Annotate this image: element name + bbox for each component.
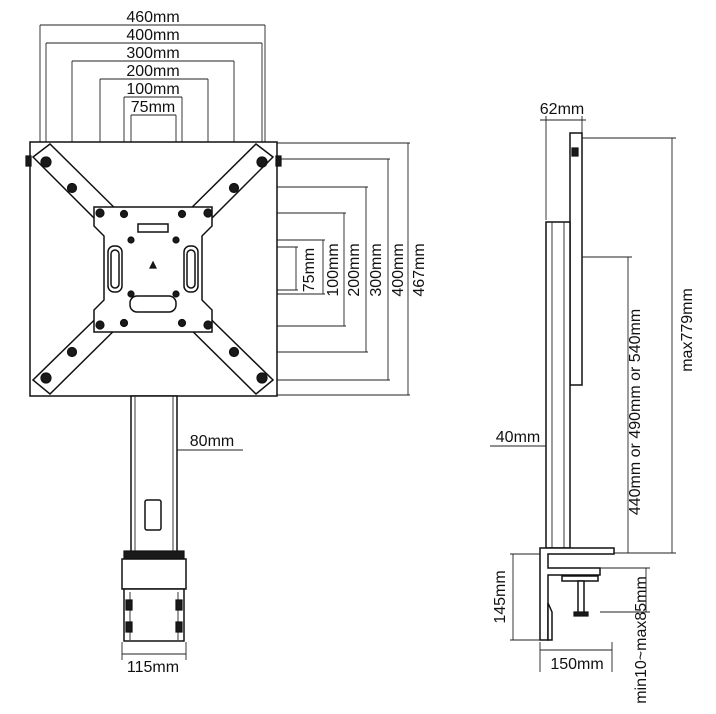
dim-h-467mm: 467mm	[411, 243, 428, 296]
dim-62mm: 62mm	[540, 101, 584, 118]
dim-h-100mm: 100mm	[325, 243, 342, 296]
dim-max779mm: max779mm	[679, 288, 696, 372]
dim-460mm: 460mm	[126, 9, 179, 26]
dim-h-400mm: 400mm	[390, 243, 407, 296]
pole-front: 80mm	[130, 395, 243, 555]
side-view: 62mm 40mm max779mm 440mm or 490mm or 540…	[490, 101, 696, 704]
dim-adjust-height: 440mm or 490mm or 540mm	[627, 309, 644, 515]
dim-145mm: 145mm	[492, 570, 509, 623]
dim-40mm: 40mm	[496, 429, 540, 446]
dim-100mm: 100mm	[126, 81, 179, 98]
dim-desk-thickness: min10~max85mm	[633, 576, 650, 704]
clamp-front: 115mm	[121, 550, 187, 676]
dim-300mm: 300mm	[126, 45, 179, 62]
front-view: 460mm 400mm 300mm 200mm 100mm 75mm	[25, 9, 428, 676]
mounting-holes	[40, 156, 268, 384]
dim-h-300mm: 300mm	[368, 243, 385, 296]
height-dimensions: 75mm 100mm 200mm 300mm 400mm 467mm	[186, 142, 428, 396]
dim-115mm: 115mm	[127, 659, 179, 676]
dim-h-75mm: 75mm	[301, 248, 318, 292]
dim-75mm: 75mm	[131, 99, 175, 116]
dim-200mm: 200mm	[126, 63, 179, 80]
center-plate	[93, 206, 213, 333]
dim-150mm: 150mm	[550, 656, 603, 673]
dim-80mm: 80mm	[190, 433, 234, 450]
dim-h-200mm: 200mm	[346, 243, 363, 296]
dim-400mm: 400mm	[126, 27, 179, 44]
